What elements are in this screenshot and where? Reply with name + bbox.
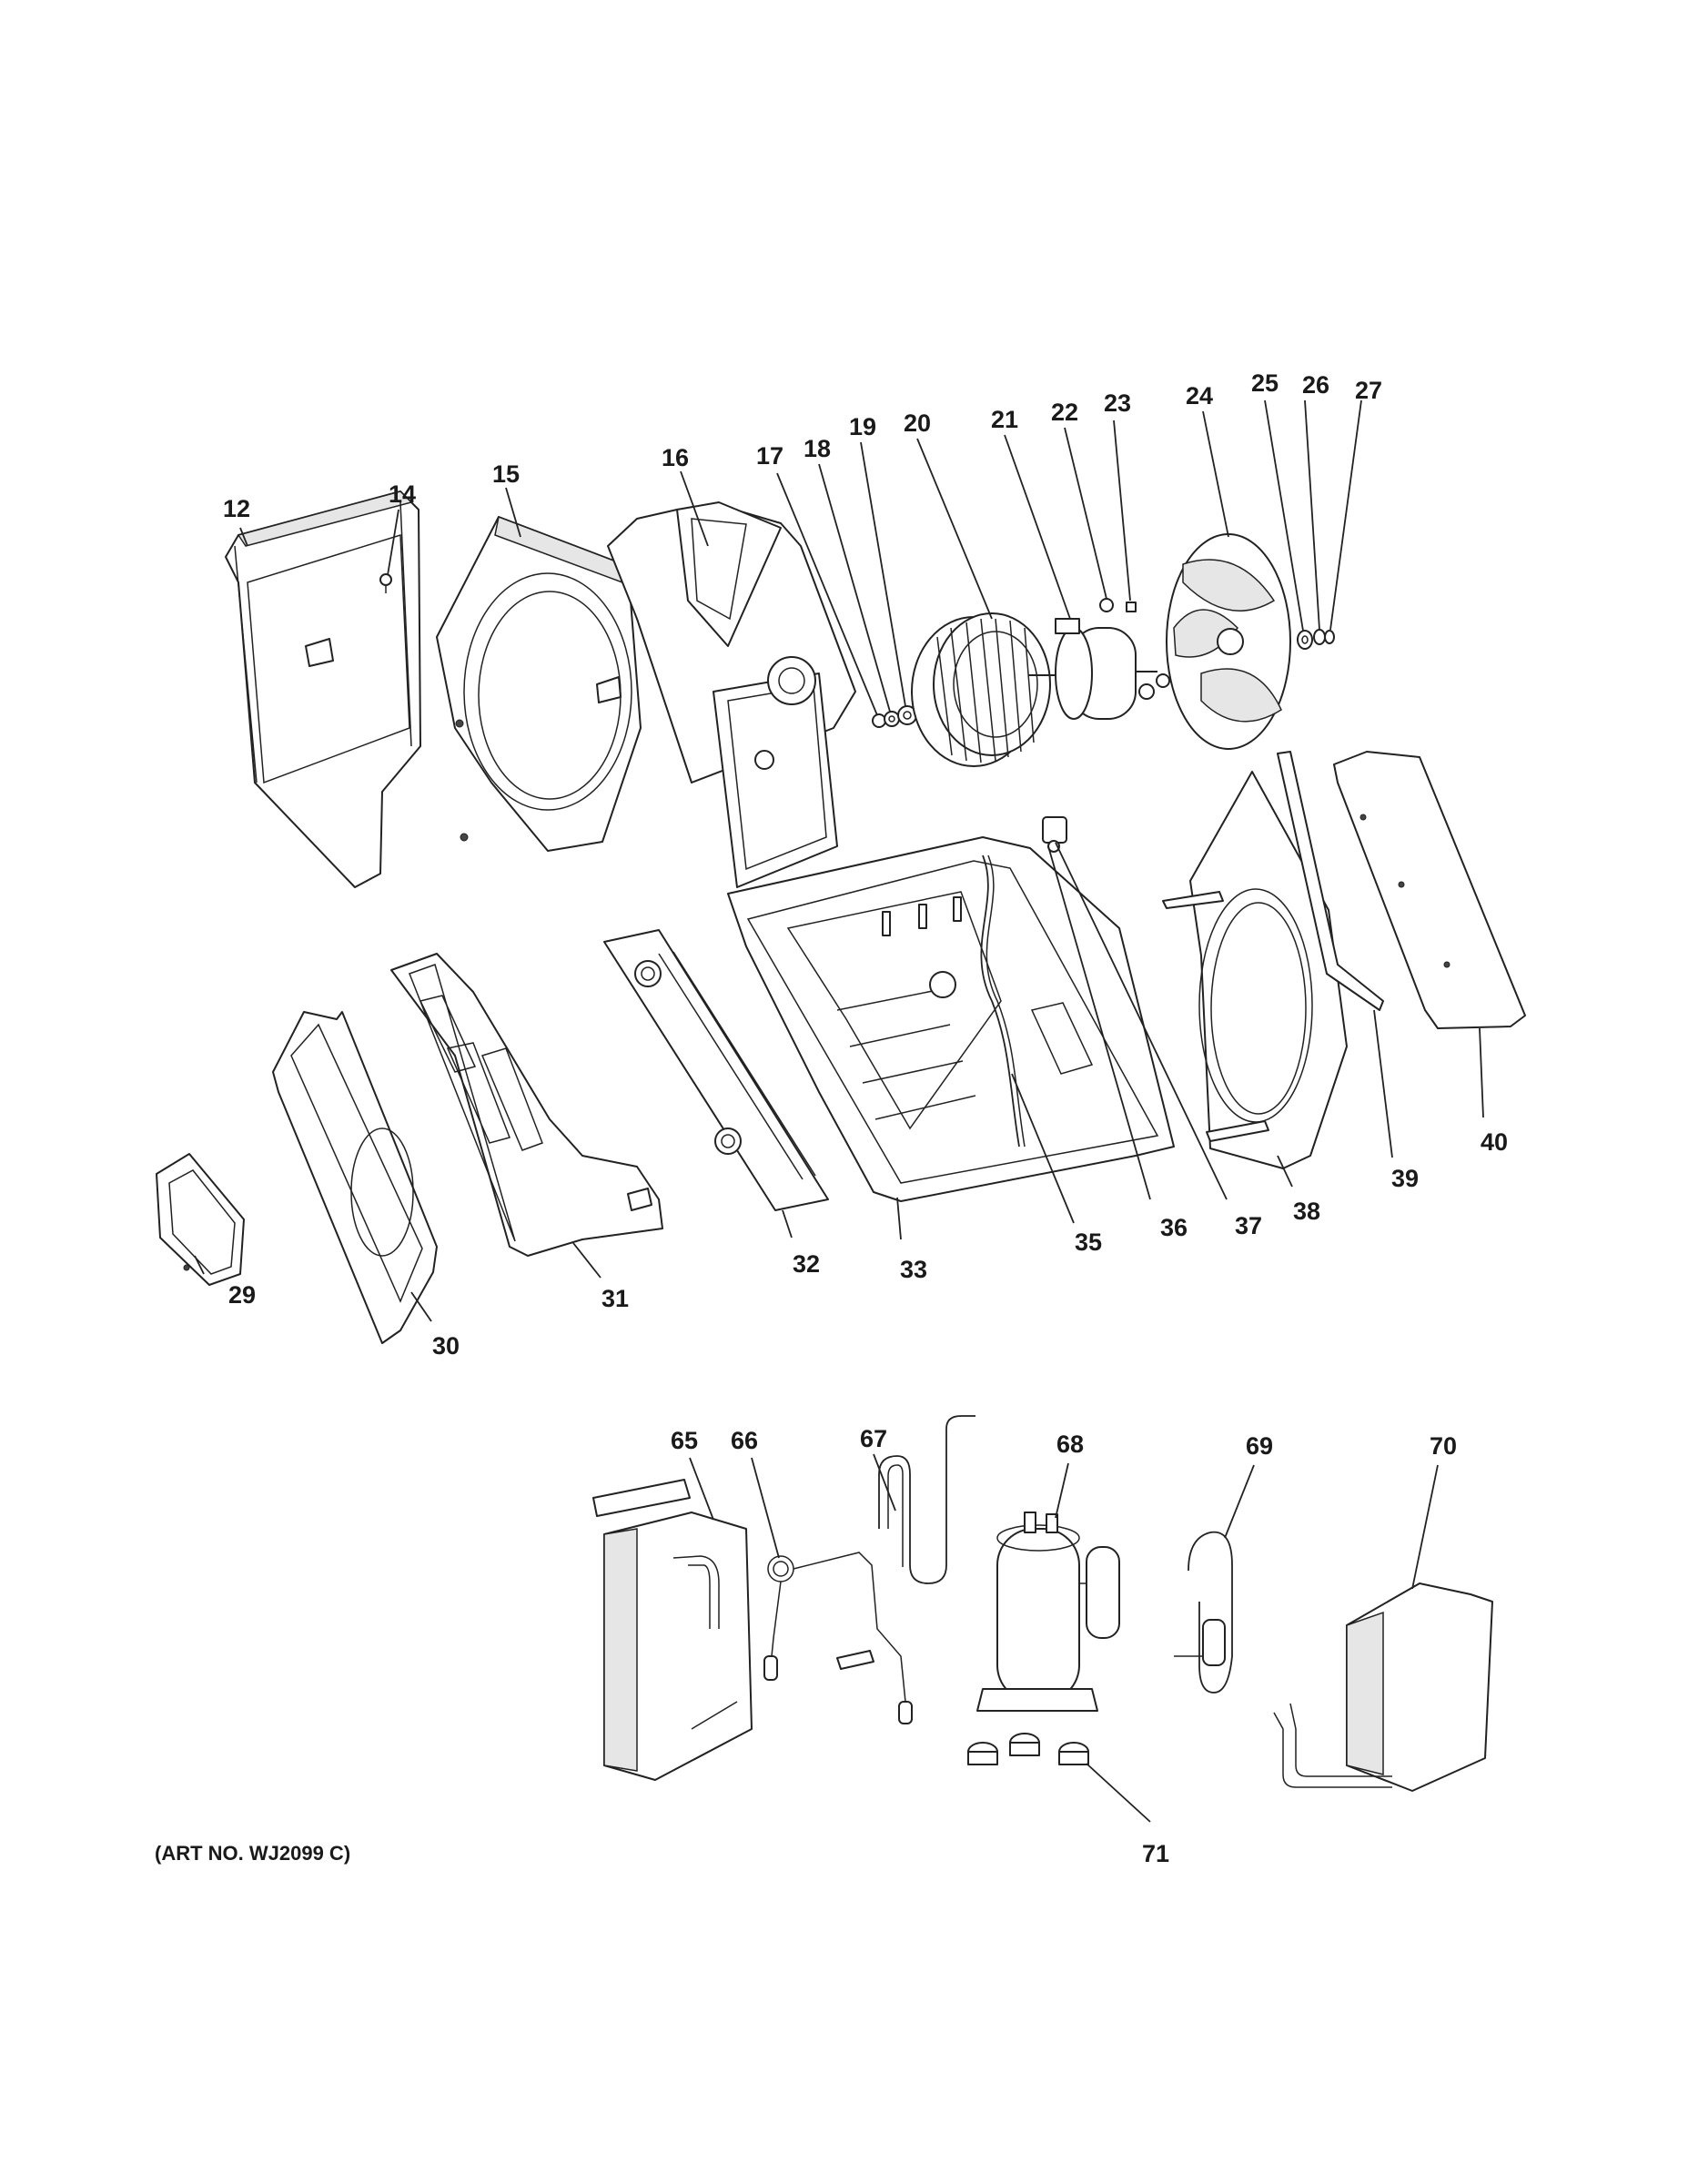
callout-32: 32 [793,1250,820,1278]
callout-69: 69 [1246,1432,1273,1460]
part-39-seal-strip [1277,751,1384,1011]
callout-71: 71 [1142,1840,1169,1867]
part-33-base-pan [727,836,1175,1202]
part-12-duct-panel [225,490,421,888]
callout-31: 31 [601,1285,629,1312]
art-number: (ART NO. WJ2099 C) [155,1842,350,1865]
callout-67: 67 [860,1425,887,1452]
callout-68: 68 [1056,1431,1084,1458]
part-31-base-channel [390,953,663,1257]
part-29-bracket [156,1153,245,1286]
callout-29: 29 [228,1281,256,1309]
part-40-side-panel [1333,751,1526,1029]
callout-21: 21 [991,406,1018,433]
callout-14: 14 [389,480,416,508]
callout-26: 26 [1302,371,1329,399]
part-17-19-washers [872,705,917,728]
callout-36: 36 [1160,1214,1188,1241]
part-36-37-switch [1042,816,1067,853]
part-25-27-washers [1297,629,1335,650]
callout-24: 24 [1186,382,1213,410]
part-21-fan-motor [1028,618,1170,720]
part-66-capillary-sensor [763,1552,913,1724]
callout-labels: 12 14 15 16 17 18 19 20 21 22 23 24 25 2… [155,369,1508,1867]
part-16-control-box [607,501,856,888]
part-70-condenser-coil [1273,1582,1493,1792]
callout-40: 40 [1481,1128,1508,1156]
callout-30: 30 [432,1332,460,1360]
part-65-evaporator-coil [592,1479,753,1781]
part-20-blower-wheel [911,612,1051,767]
part-35-drain-tube [980,854,1026,1148]
callout-27: 27 [1355,377,1382,404]
callout-20: 20 [904,410,931,437]
callout-33: 33 [900,1256,927,1283]
callout-16: 16 [662,444,689,471]
part-14-screw [379,573,392,593]
part-38-condenser-shroud [1162,771,1348,1169]
part-71-grommets [967,1733,1089,1765]
callout-19: 19 [849,413,876,440]
callout-37: 37 [1235,1212,1262,1239]
callout-17: 17 [756,442,783,470]
callout-25: 25 [1251,369,1279,397]
leader-lines [194,399,1484,1823]
part-69-discharge-tube [1174,1531,1233,1694]
part-15-shroud-frame [436,515,642,852]
callout-23: 23 [1104,389,1131,417]
callout-22: 22 [1051,399,1078,426]
part-67-suction-tube [878,1415,975,1584]
callout-35: 35 [1075,1228,1102,1256]
part-24-condenser-fan [1166,533,1291,750]
callout-38: 38 [1293,1198,1320,1225]
callout-12: 12 [223,495,250,522]
callout-18: 18 [804,435,831,462]
callout-70: 70 [1430,1432,1457,1460]
part-68-compressor [976,1512,1120,1712]
callout-65: 65 [671,1427,698,1454]
callout-15: 15 [492,460,520,488]
part-30-front-frame [272,1011,438,1344]
part-22-23-nut-washer [1099,598,1137,612]
part-32-partition [603,929,829,1211]
callout-66: 66 [731,1427,758,1454]
callout-39: 39 [1391,1165,1419,1192]
